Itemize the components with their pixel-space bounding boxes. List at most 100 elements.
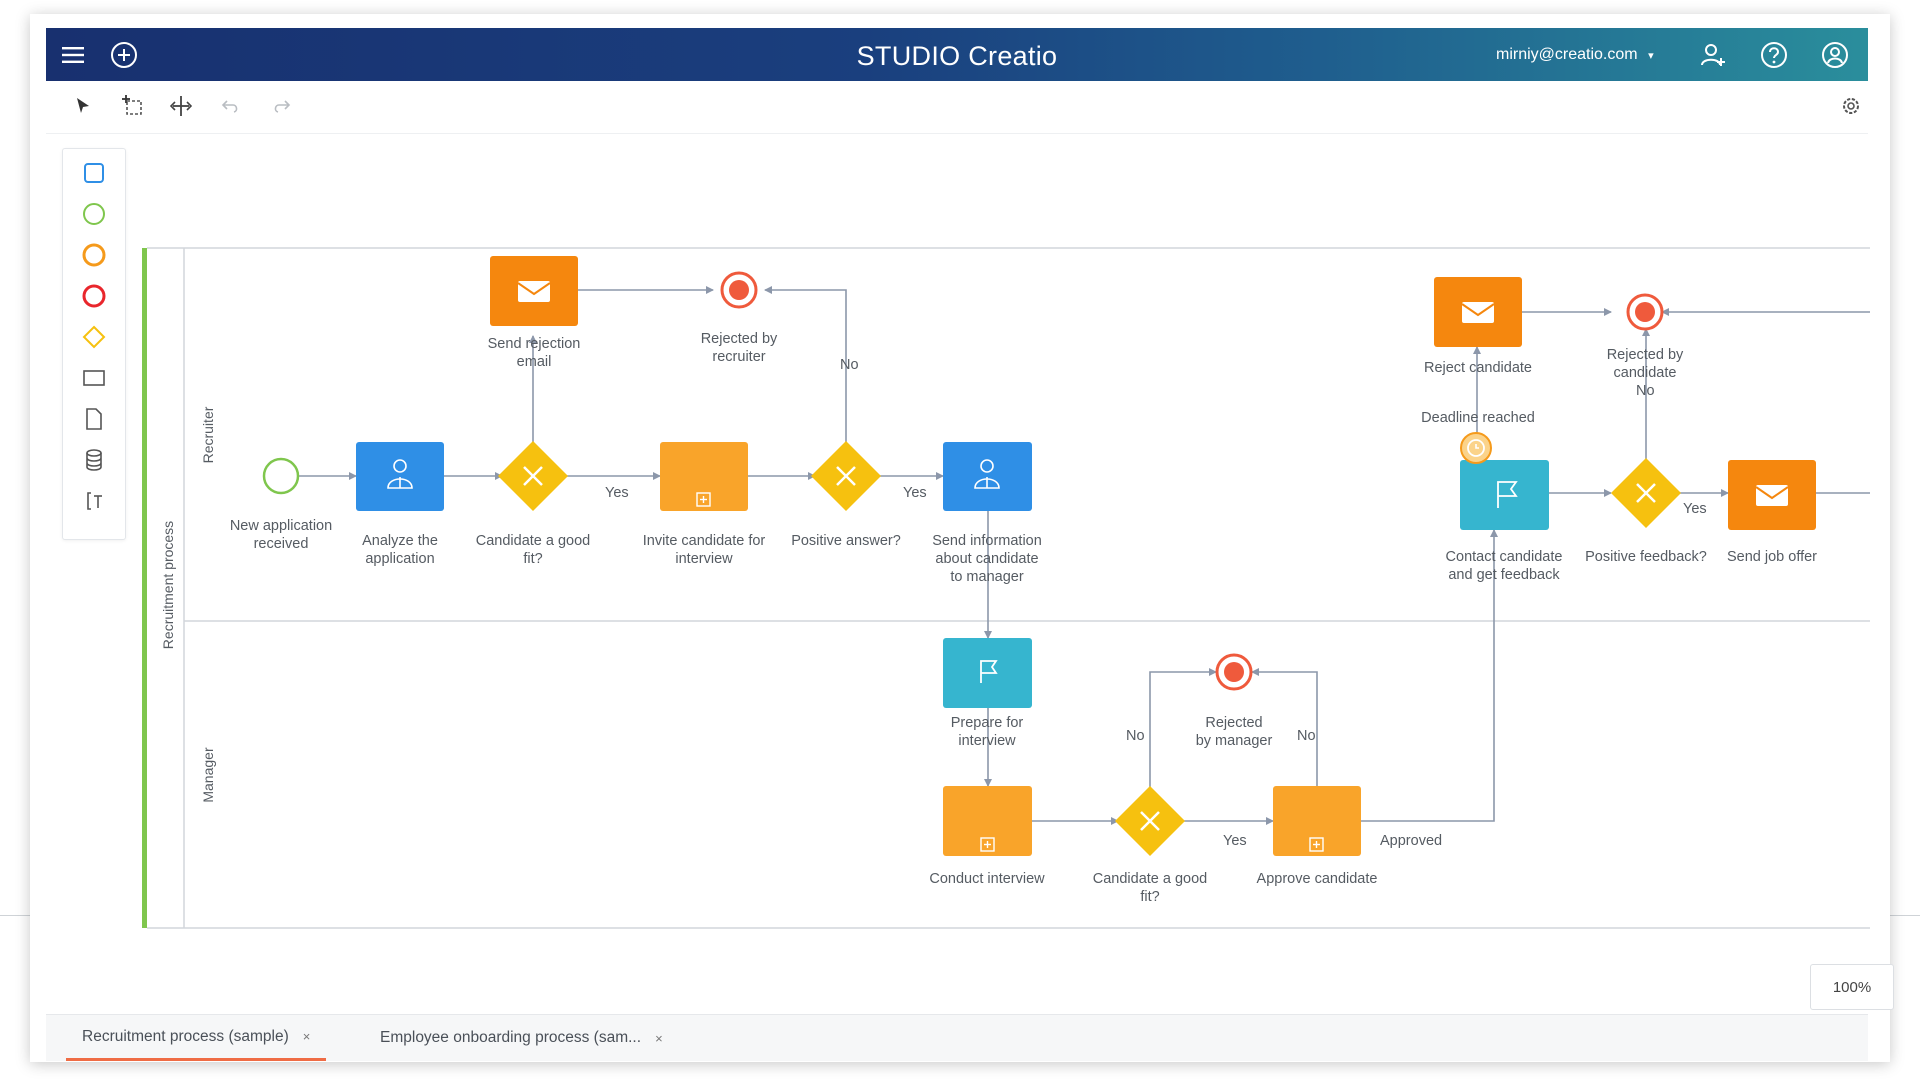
add-circle-icon[interactable] (108, 39, 140, 71)
envelope-icon (1461, 302, 1495, 323)
tab-recruitment-process[interactable]: Recruitment process (sample) × (66, 1015, 327, 1061)
task-contact-candidate[interactable] (1460, 460, 1549, 530)
end-event-rejected-candidate[interactable] (1626, 293, 1664, 331)
task-conduct-interview[interactable] (943, 786, 1032, 856)
end-event-rejected-manager[interactable] (1215, 653, 1253, 691)
gateway-positive-answer[interactable] (811, 441, 881, 511)
add-user-icon[interactable] (1698, 40, 1728, 70)
task-invite-interview[interactable] (660, 442, 748, 511)
tab-label: Recruitment process (sample) (82, 1027, 289, 1045)
flow-label-no: No (840, 357, 859, 373)
flow-label-yes: Yes (1683, 501, 1707, 517)
designer-toolbar (46, 81, 1868, 134)
gateway-positive-feedback[interactable] (1611, 458, 1681, 528)
redo-icon[interactable] (268, 93, 294, 119)
pool-label: Recruitment process (160, 520, 176, 650)
clock-icon (1467, 439, 1485, 457)
data-object-icon[interactable] (80, 405, 108, 433)
exclusive-gateway-icon (523, 466, 543, 486)
label-deadline-reached: Deadline reached (1421, 410, 1535, 426)
gear-icon[interactable] (1838, 93, 1864, 119)
flag-icon (980, 660, 998, 683)
tab-label: Employee onboarding process (sam... (380, 1029, 642, 1046)
process-canvas[interactable] (30, 14, 1890, 1014)
envelope-icon (1755, 485, 1789, 506)
end-event-rejected-recruiter[interactable] (720, 271, 758, 309)
label-conduct-interview: Conduct interview (929, 871, 1045, 887)
task-prepare-interview[interactable] (943, 638, 1032, 708)
process-tab-bar: Recruitment process (sample) × Employee … (46, 1014, 1868, 1061)
subprocess-icon[interactable] (80, 364, 108, 392)
user-account-menu[interactable]: mirniy@creatio.com ▾ (1496, 46, 1654, 64)
gateway-good-fit-2[interactable] (1115, 786, 1185, 856)
task-send-job-offer[interactable] (1728, 460, 1816, 530)
user-task-icon (974, 459, 1000, 489)
profile-icon[interactable] (1820, 40, 1850, 70)
user-task-icon (387, 459, 413, 489)
exclusive-gateway-icon (836, 466, 856, 486)
zoom-level[interactable]: 100% (1810, 964, 1894, 1010)
label-contact-candidate: Contact candidate and get feedback (1445, 549, 1563, 584)
end-event-icon[interactable] (80, 282, 108, 310)
start-event-new-application[interactable] (262, 457, 300, 495)
gateway-good-fit-1[interactable] (498, 441, 568, 511)
top-bar: STUDIO Creatio mirniy@creatio.com ▾ (46, 28, 1868, 81)
close-icon[interactable]: × (302, 1029, 311, 1044)
flow-label-approved: Approved (1380, 833, 1443, 849)
label-positive-feedback: Positive feedback? (1585, 549, 1707, 565)
background-divider-right (1888, 915, 1920, 916)
label-positive-answer: Positive answer? (791, 533, 901, 549)
help-icon[interactable] (1759, 40, 1789, 70)
user-email: mirniy@creatio.com (1496, 46, 1638, 63)
task-reject-candidate[interactable] (1434, 277, 1522, 347)
start-event-icon[interactable] (80, 200, 108, 228)
label-good-fit-1: Candidate a good fit? (475, 533, 591, 568)
label-send-info-manager: Send information about candidate to mana… (932, 533, 1042, 586)
task-send-rejection-email[interactable] (490, 256, 578, 326)
tab-employee-onboarding[interactable]: Employee onboarding process (sam... × (364, 1015, 679, 1061)
fit-to-screen-icon[interactable] (168, 93, 194, 119)
task-analyze-application[interactable] (356, 442, 444, 511)
data-store-icon[interactable] (80, 446, 108, 474)
label-rejected-recruiter: Rejected by recruiter (700, 331, 778, 366)
subprocess-marker-icon (1309, 837, 1324, 852)
timer-boundary-event[interactable] (1460, 432, 1492, 464)
label-send-rejection-email: Send rejection email (487, 336, 581, 371)
lasso-select-icon[interactable] (120, 93, 146, 119)
app-window: STUDIO Creatio mirniy@creatio.com ▾ (30, 14, 1894, 1062)
label-invite-interview: Invite candidate for interview (642, 533, 766, 568)
flow-label-yes: Yes (605, 485, 629, 501)
subprocess-marker-icon (696, 492, 711, 507)
flow-label-yes: Yes (903, 485, 927, 501)
gateway-icon[interactable] (80, 323, 108, 351)
close-icon[interactable]: × (655, 1030, 663, 1046)
label-prepare-interview: Prepare for interview (950, 715, 1024, 750)
hamburger-menu-icon[interactable] (58, 40, 88, 70)
chevron-down-icon: ▾ (1648, 50, 1654, 62)
flow-label-yes: Yes (1223, 833, 1247, 849)
flag-icon (1497, 481, 1518, 508)
exclusive-gateway-icon (1636, 483, 1656, 503)
label-good-fit-2: Candidate a good fit? (1092, 871, 1208, 906)
label-rejected-candidate: Rejected by candidate (1606, 347, 1684, 382)
subprocess-marker-icon (980, 837, 995, 852)
intermediate-event-icon[interactable] (80, 241, 108, 269)
envelope-icon (517, 281, 551, 302)
pointer-icon[interactable] (70, 93, 96, 119)
task-shape-icon[interactable] (80, 159, 108, 187)
lane-label-manager: Manager (200, 747, 216, 803)
label-analyze-application: Analyze the application (362, 533, 438, 568)
undo-icon[interactable] (218, 93, 244, 119)
label-new-application: New application received (229, 518, 333, 553)
lane-label-recruiter: Recruiter (200, 406, 216, 464)
task-send-info-manager[interactable] (943, 442, 1032, 511)
label-rejected-manager: Rejected by manager (1195, 715, 1273, 750)
element-palette (62, 148, 126, 540)
label-reject-candidate: Reject candidate (1423, 360, 1532, 376)
sequence-flows (298, 286, 1870, 825)
flow-label-no: No (1126, 728, 1145, 744)
text-annotation-icon[interactable] (80, 487, 108, 515)
flow-label-no: No (1636, 383, 1655, 399)
label-send-job-offer: Send job offer (1726, 549, 1818, 565)
task-approve-candidate[interactable] (1273, 786, 1361, 856)
